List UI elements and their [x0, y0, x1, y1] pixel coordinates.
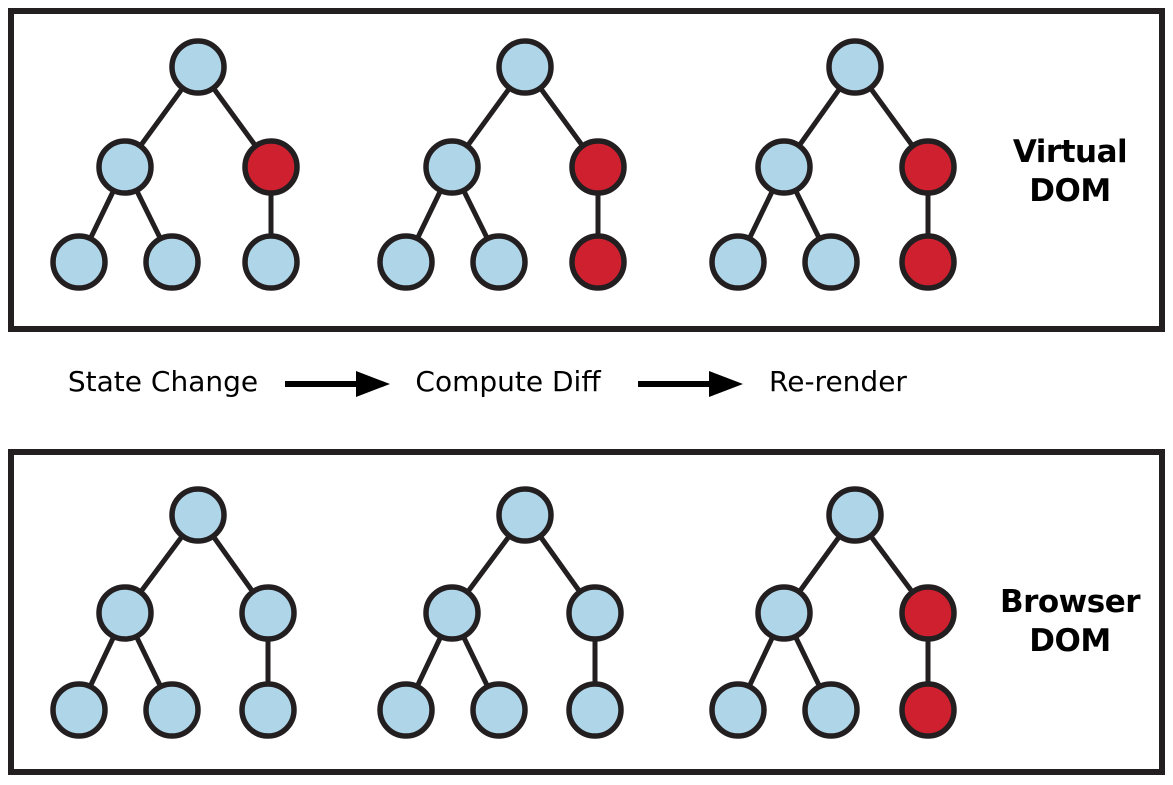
flow-label-compute-diff: Compute Diff [415, 365, 601, 398]
tree-node-unchanged [377, 681, 435, 739]
tree-virtual-dom-step-2 [377, 38, 627, 291]
tree-node-unchanged [377, 233, 435, 291]
tree-nodes [50, 486, 297, 739]
tree-node-changed [899, 138, 957, 196]
tree-nodes [377, 486, 624, 739]
tree-nodes [50, 38, 300, 291]
tree-browser-dom-step-3 [709, 486, 957, 739]
browser-dom-panel-label: Browser DOM [1000, 584, 1142, 659]
tree-node-unchanged [50, 681, 108, 739]
tree-virtual-dom-step-3 [709, 38, 957, 291]
tree-nodes [377, 38, 627, 291]
tree-nodes [709, 38, 957, 291]
tree-node-unchanged [169, 38, 227, 96]
tree-node-changed [899, 233, 957, 291]
tree-node-unchanged [143, 233, 201, 291]
tree-node-unchanged [826, 38, 884, 96]
tree-browser-dom-step-2 [377, 486, 624, 739]
tree-node-changed [242, 138, 300, 196]
tree-node-unchanged [423, 584, 481, 642]
tree-node-unchanged [802, 681, 860, 739]
tree-node-changed [899, 681, 957, 739]
browser-dom-label-line2: DOM [1029, 623, 1110, 659]
virtual-dom-label-line2: DOM [1029, 173, 1110, 209]
tree-node-unchanged [496, 486, 554, 544]
flow-label-re-render: Re-render [769, 365, 907, 398]
tree-node-changed [569, 138, 627, 196]
tree-node-changed [899, 584, 957, 642]
tree-node-unchanged [470, 681, 528, 739]
tree-virtual-dom-step-1 [50, 38, 300, 291]
tree-node-unchanged [50, 233, 108, 291]
tree-node-unchanged [826, 486, 884, 544]
flow-label-state-change: State Change [68, 365, 258, 398]
tree-node-unchanged [496, 38, 554, 96]
trees-layer [50, 38, 957, 739]
tree-node-unchanged [709, 681, 767, 739]
tree-node-unchanged [169, 486, 227, 544]
tree-node-unchanged [566, 584, 624, 642]
tree-node-unchanged [242, 233, 300, 291]
tree-node-changed [569, 233, 627, 291]
tree-nodes [709, 486, 957, 739]
arrow-right-icon-2 [638, 371, 743, 397]
tree-node-unchanged [802, 233, 860, 291]
tree-node-unchanged [566, 681, 624, 739]
tree-node-unchanged [239, 681, 297, 739]
tree-node-unchanged [755, 138, 813, 196]
tree-node-unchanged [423, 138, 481, 196]
tree-node-unchanged [96, 584, 154, 642]
virtual-dom-panel-label: Virtual DOM [1013, 134, 1128, 209]
tree-node-unchanged [239, 584, 297, 642]
tree-node-unchanged [96, 138, 154, 196]
tree-node-unchanged [143, 681, 201, 739]
virtual-dom-label-line1: Virtual [1013, 134, 1127, 170]
flow-row: State Change Compute Diff Re-render [68, 365, 908, 398]
tree-node-unchanged [709, 233, 767, 291]
tree-browser-dom-step-1 [50, 486, 297, 739]
tree-node-unchanged [755, 584, 813, 642]
arrow-right-icon-1 [285, 371, 390, 397]
tree-node-unchanged [470, 233, 528, 291]
browser-dom-label-line1: Browser [1000, 584, 1141, 620]
